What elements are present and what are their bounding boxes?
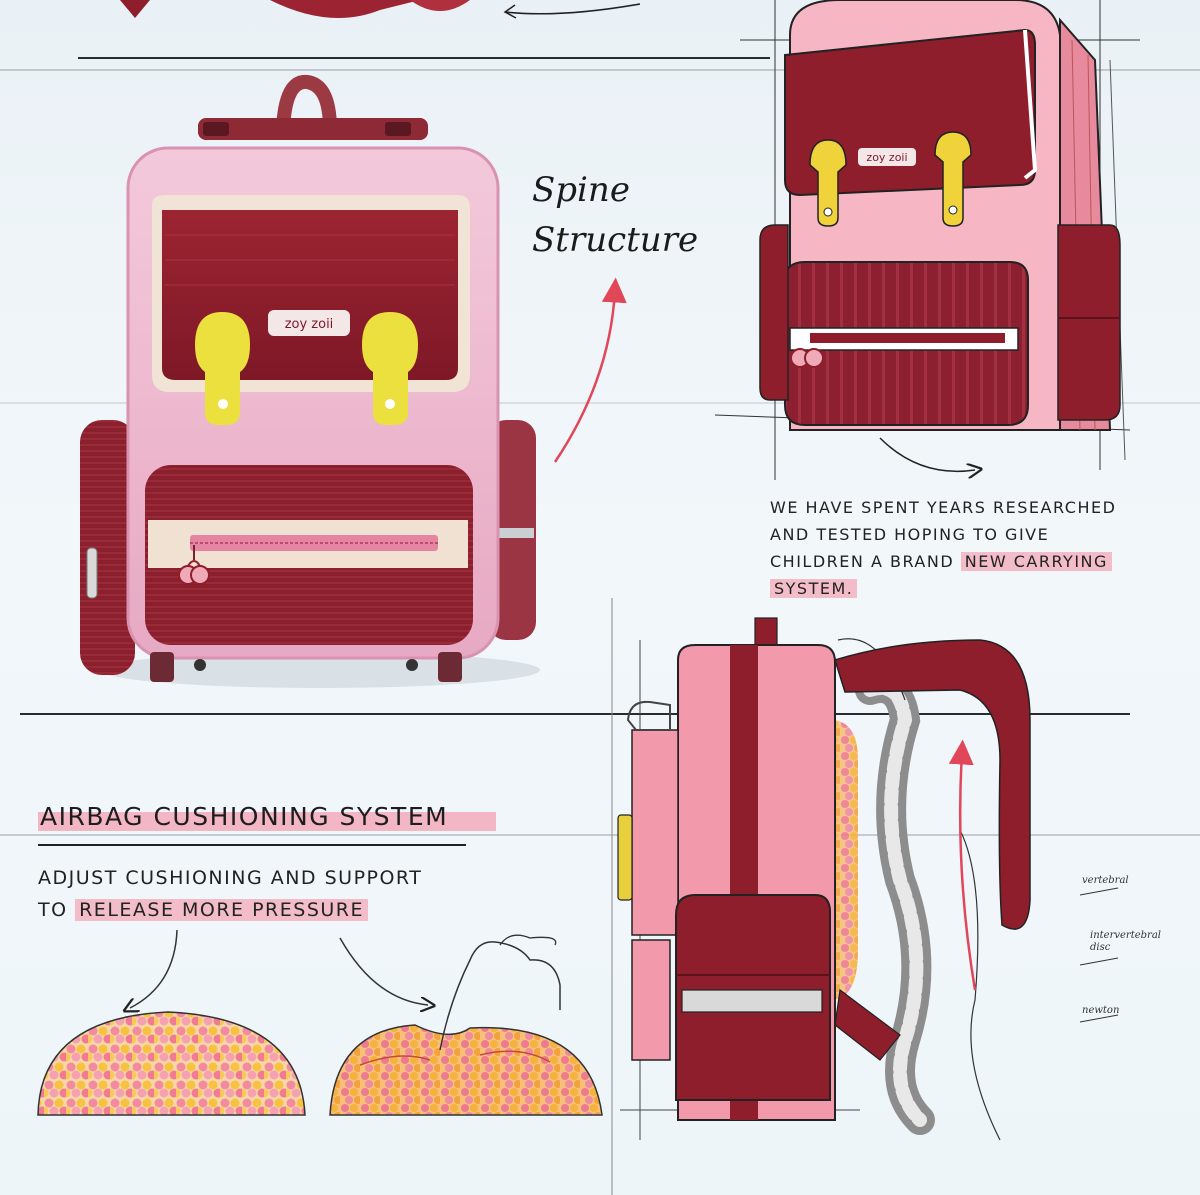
buckle-right bbox=[362, 312, 418, 425]
airbag-description-line2-plain: TO bbox=[38, 899, 76, 921]
side-note-vertebral: vertebral bbox=[1082, 875, 1129, 886]
spine-label: Spine Structure bbox=[532, 168, 698, 262]
airbag-description-highlight: RELEASE MORE PRESSURE bbox=[75, 899, 369, 921]
arrow-up-icon-2 bbox=[948, 739, 977, 991]
backpack-front-product: zoy zoii bbox=[80, 75, 540, 688]
research-note-line1: WE HAVE SPENT YEARS RESEARCHED bbox=[770, 498, 1117, 517]
research-note-highlight: NEW CARRYING bbox=[960, 552, 1112, 571]
spine-label-line1: Spine bbox=[532, 170, 630, 210]
airbag-title: AIRBAG CUSHIONING SYSTEM bbox=[38, 802, 497, 831]
pressing-hand bbox=[439, 934, 561, 1051]
arrow-right-icon bbox=[879, 437, 975, 471]
spine-label-line2: Structure bbox=[532, 220, 699, 260]
research-note-line2: AND TESTED HOPING TO GIVE bbox=[770, 525, 1050, 544]
buckle-left bbox=[195, 312, 250, 425]
side-note-disc: intervertebral disc bbox=[1090, 930, 1161, 953]
backpack-side-view bbox=[611, 598, 1119, 1195]
brand-logo-badge bbox=[268, 310, 350, 336]
arrow-up-icon bbox=[553, 277, 627, 463]
brand-logo-text: zoy zoii bbox=[285, 317, 334, 332]
research-note-line3-plain: CHILDREN A BRAND bbox=[770, 552, 961, 571]
airbag-description-line1: ADJUST CUSHIONING AND SUPPORT bbox=[38, 867, 423, 889]
research-note-line4: SYSTEM. bbox=[770, 579, 858, 598]
research-note-line3: CHILDREN A BRAND NEW CARRYING bbox=[770, 548, 1116, 575]
arrow-down-icon-2 bbox=[339, 937, 428, 1005]
cherry-charm bbox=[178, 545, 210, 585]
side-note-newton: newton bbox=[1082, 1005, 1120, 1016]
cushion-pressed bbox=[329, 1024, 603, 1116]
research-note: WE HAVE SPENT YEARS RESEARCHED AND TESTE… bbox=[770, 494, 1116, 602]
airbag-title-text: AIRBAG CUSHIONING SYSTEM bbox=[38, 802, 497, 831]
airbag-description-line2: TO RELEASE MORE PRESSURE bbox=[38, 894, 422, 926]
brand-logo-text-sketch: zoy zoii bbox=[866, 151, 907, 164]
airbag-title-underline bbox=[38, 844, 466, 846]
top-cropped-sketch bbox=[120, 0, 641, 19]
airbag-description: ADJUST CUSHIONING AND SUPPORT TO RELEASE… bbox=[38, 862, 422, 926]
cushion-relaxed bbox=[37, 1011, 306, 1116]
arrow-down-icon bbox=[130, 929, 178, 1008]
backpack-sketch-top-right: zoy zoii bbox=[714, 0, 1140, 480]
